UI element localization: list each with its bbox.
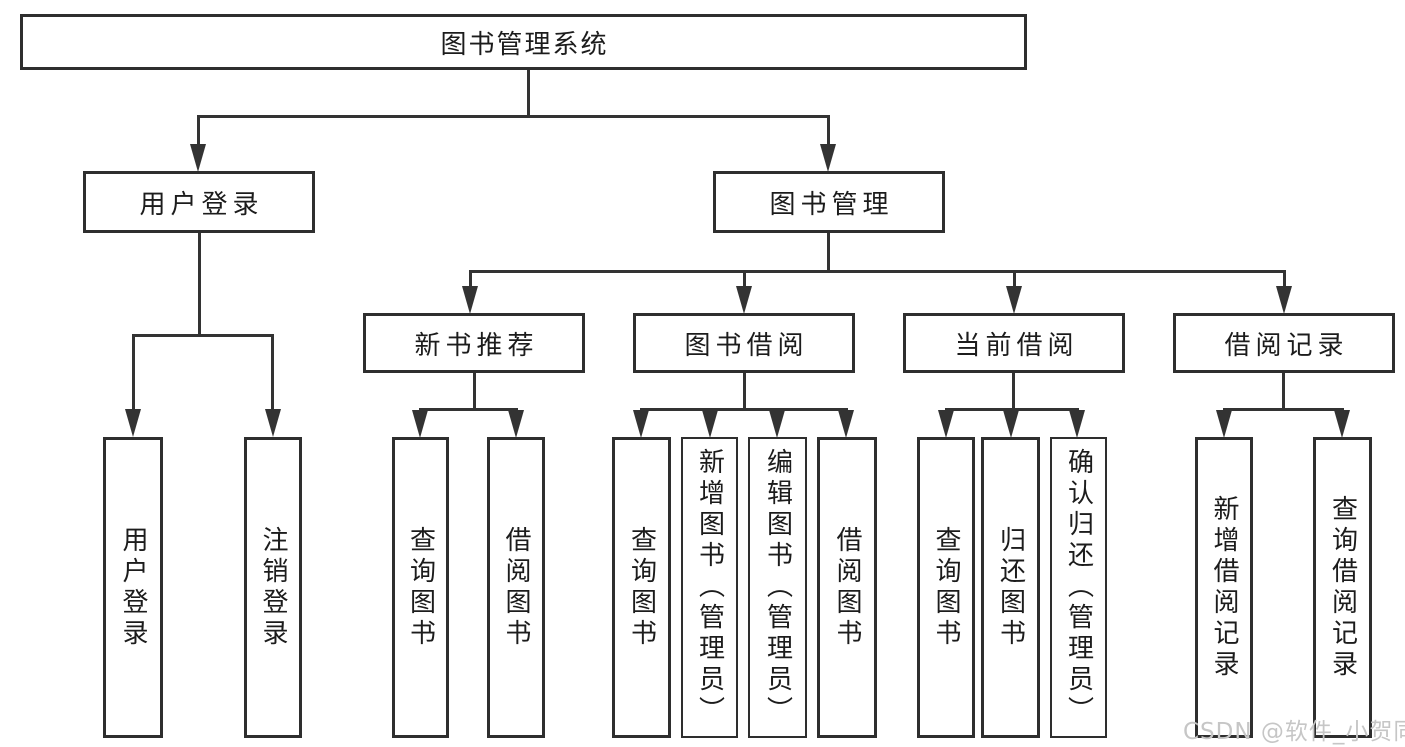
- arrow-down-icon: [1276, 286, 1292, 314]
- node-borrow-books-1: 借阅图书: [487, 437, 545, 738]
- arrow-down-icon: [1069, 410, 1085, 438]
- node-query-books-1: 查询图书: [392, 437, 449, 738]
- connector-line: [743, 373, 746, 411]
- arrow-down-icon: [820, 144, 836, 172]
- node-borrow-books-2: 借阅图书: [817, 437, 877, 738]
- node-borrowing-records: 借阅记录: [1173, 313, 1395, 373]
- connector-line: [198, 233, 201, 337]
- node-label: 当前借阅: [954, 330, 1079, 361]
- node-label: 用户登录: [139, 189, 264, 220]
- connector-line: [945, 408, 1079, 411]
- connector-line: [1283, 270, 1286, 288]
- node-label: 图书管理: [769, 189, 894, 220]
- node-label: 查询借阅记录: [1327, 494, 1358, 681]
- arrow-down-icon: [1216, 410, 1232, 438]
- node-add-books-admin: 新增图书（管理员）: [681, 437, 738, 738]
- connector-line: [1013, 270, 1016, 288]
- node-book-borrowing: 图书借阅: [633, 313, 855, 373]
- connector-line: [419, 408, 518, 411]
- node-label: 借阅图书: [501, 525, 531, 650]
- arrow-down-icon: [702, 410, 718, 438]
- node-label: 查询图书: [626, 525, 657, 650]
- connector-line: [473, 373, 476, 411]
- node-library-management-system: 图书管理系统: [20, 14, 1027, 70]
- node-label: 图书借阅: [684, 330, 809, 361]
- node-label: 归还图书: [995, 525, 1026, 650]
- arrow-down-icon: [838, 410, 854, 438]
- node-book-management: 图书管理: [713, 171, 945, 233]
- connector-line: [743, 270, 746, 288]
- node-return-books: 归还图书: [981, 437, 1040, 738]
- node-add-borrow-record: 新增借阅记录: [1195, 437, 1253, 738]
- node-user-login: 用户登录: [83, 171, 315, 233]
- connector-line: [1223, 408, 1344, 411]
- node-label: 借阅图书: [832, 525, 862, 650]
- node-label: 编辑图书（管理员）: [762, 448, 793, 727]
- connector-line: [132, 334, 274, 337]
- arrow-down-icon: [1003, 410, 1019, 438]
- node-label: 新增图书（管理员）: [694, 448, 725, 727]
- arrow-down-icon: [736, 286, 752, 314]
- node-label: 确认归还（管理员）: [1063, 448, 1094, 727]
- connector-line: [640, 408, 848, 411]
- node-label: 查询图书: [405, 525, 436, 650]
- arrow-down-icon: [1334, 410, 1350, 438]
- node-user-login-leaf: 用户登录: [103, 437, 163, 738]
- connector-line: [197, 115, 830, 118]
- node-query-borrow-record: 查询借阅记录: [1313, 437, 1372, 738]
- arrow-down-icon: [462, 286, 478, 314]
- node-query-books-3: 查询图书: [917, 437, 975, 738]
- connector-line: [527, 70, 530, 117]
- connector-line: [132, 334, 135, 412]
- node-logout: 注销登录: [244, 437, 302, 738]
- arrow-down-icon: [265, 409, 281, 437]
- connector-line: [827, 233, 830, 273]
- arrow-down-icon: [125, 409, 141, 437]
- arrow-down-icon: [190, 144, 206, 172]
- node-label: 新增借阅记录: [1209, 494, 1239, 681]
- arrow-down-icon: [938, 410, 954, 438]
- node-label: 新书推荐: [414, 330, 539, 361]
- arrow-down-icon: [412, 410, 428, 438]
- arrow-down-icon: [508, 410, 524, 438]
- node-query-books-2: 查询图书: [612, 437, 671, 738]
- connector-line: [1282, 373, 1285, 411]
- node-label: 注销登录: [258, 525, 288, 650]
- arrow-down-icon: [633, 410, 649, 438]
- connector-line: [827, 115, 830, 146]
- node-edit-books-admin: 编辑图书（管理员）: [748, 437, 807, 738]
- node-current-borrowing: 当前借阅: [903, 313, 1125, 373]
- connector-line: [197, 115, 200, 146]
- connector-line: [469, 270, 472, 288]
- node-new-book-recommend: 新书推荐: [363, 313, 585, 373]
- connector-line: [1012, 373, 1015, 411]
- node-label: 借阅记录: [1224, 330, 1349, 361]
- connector-line: [469, 270, 1286, 273]
- arrow-down-icon: [769, 410, 785, 438]
- node-confirm-return-admin: 确认归还（管理员）: [1050, 437, 1107, 738]
- node-label: 用户登录: [118, 525, 148, 650]
- node-label: 图书管理系统: [440, 29, 609, 60]
- connector-line: [271, 334, 274, 412]
- csdn-watermark: CSDN @软件_小贺同学: [1183, 719, 1405, 745]
- arrow-down-icon: [1006, 286, 1022, 314]
- node-label: 查询图书: [931, 525, 961, 650]
